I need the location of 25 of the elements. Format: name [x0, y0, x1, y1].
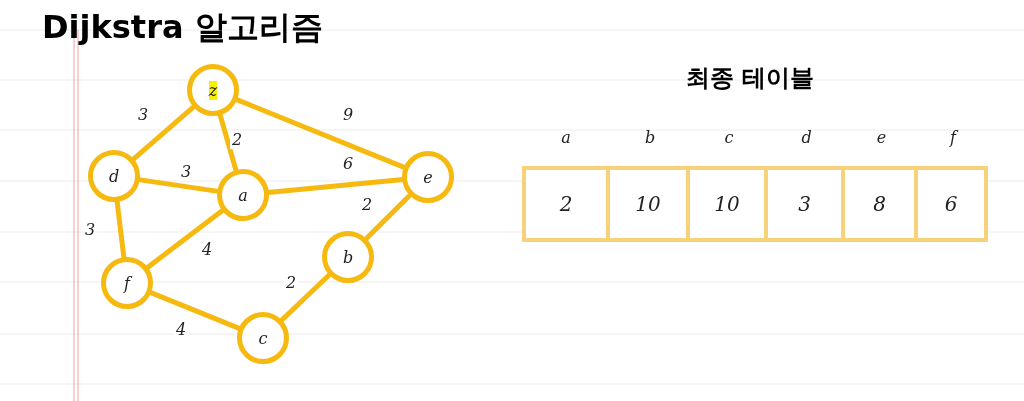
- edge-line: [279, 272, 332, 323]
- column-header: f: [948, 128, 959, 147]
- column-header: d: [800, 128, 813, 147]
- edge-line: [217, 113, 239, 172]
- edge-label: 3: [179, 163, 194, 181]
- column-header: a: [560, 128, 572, 147]
- node-circle: b: [322, 231, 374, 283]
- edge-line: [363, 192, 413, 242]
- column-header: b: [643, 128, 657, 147]
- column-header: e: [875, 128, 888, 147]
- edge-line: [267, 176, 404, 196]
- node-circle: e: [402, 151, 454, 203]
- node-circle: f: [101, 257, 153, 309]
- node-circle: c: [237, 312, 289, 364]
- edge-line: [138, 177, 219, 194]
- column-header: c: [723, 128, 735, 147]
- edge-line: [131, 104, 196, 162]
- edge-line: [114, 200, 127, 259]
- edge-line: [235, 97, 406, 170]
- node-circle: a: [217, 169, 269, 221]
- table-title: 최종 테이블: [684, 63, 816, 94]
- node-circle: d: [88, 150, 140, 202]
- edge-line: [145, 208, 225, 270]
- title: Dijkstra 알고리즘: [42, 7, 323, 48]
- edge-line: [149, 290, 241, 331]
